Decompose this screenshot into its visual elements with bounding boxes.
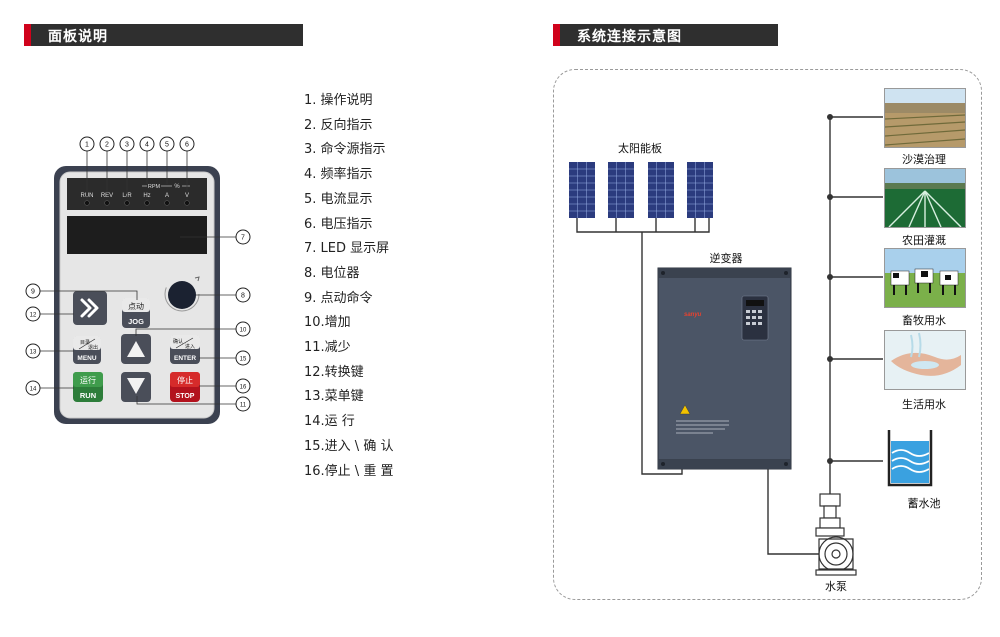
callout-number: 16 — [240, 385, 247, 391]
indicator-label: Hz — [143, 193, 150, 199]
up-arrow-icon — [127, 341, 145, 357]
inverter-label: 逆变器 — [709, 252, 743, 265]
callout-number: 4 — [145, 142, 149, 149]
rpm-label: RPM — [148, 184, 161, 190]
legend-item: 3. 命令源指示 — [304, 142, 386, 158]
down-arrow-icon — [127, 378, 145, 394]
application-label: 农田灌溉 — [902, 234, 946, 247]
indicator-label: A — [165, 193, 169, 199]
application-label: 畜牧用水 — [902, 314, 946, 327]
solar-panel-array — [569, 162, 713, 218]
legend-item: 8. 电位器 — [304, 265, 360, 281]
inverter: sanyu — [657, 267, 792, 470]
application-label: 沙漠治理 — [902, 153, 946, 166]
percent-label: % — [174, 184, 180, 190]
indicator-led — [84, 200, 90, 206]
indicator-label: REV — [101, 193, 113, 199]
application-label: 蓄水池 — [907, 497, 941, 510]
control-panel-diagram: RUN REV L/R Hz A V RPM % 点动 JOG 目录 退出 ME… — [25, 136, 251, 424]
legend-item: 10.增加 — [304, 315, 351, 331]
run-key-cn: 运行 — [80, 375, 96, 385]
jog-key-cn: 点动 — [128, 301, 144, 311]
callout-number: 14 — [30, 387, 37, 393]
panel-legend-list: 1. 操作说明 2. 反向指示 3. 命令源指示 4. 频率指示 5. 电流显示… — [304, 89, 393, 484]
legend-item: 16.停止 \ 重 置 — [304, 463, 394, 479]
run-key-en: RUN — [80, 391, 96, 400]
led-display — [67, 216, 207, 254]
legend-item: 11.减少 — [304, 340, 351, 356]
application-label: 生活用水 — [902, 398, 946, 411]
legend-item: 14.运 行 — [304, 414, 355, 430]
farmland-irrigation-photo — [884, 168, 966, 228]
indicator-led — [104, 200, 110, 206]
indicator-led — [124, 200, 130, 206]
system-connection-diagram: sanyu — [569, 114, 933, 576]
legend-item: 1. 操作说明 — [304, 93, 373, 108]
right-section-header: 系统连接示意图 — [553, 24, 778, 46]
double-chevron-icon — [80, 298, 99, 318]
solar-panel-label: 太阳能板 — [618, 142, 662, 155]
right-section-title: 系统连接示意图 — [577, 29, 682, 45]
pump-label: 水泵 — [825, 580, 847, 593]
reservoir-icon — [887, 430, 933, 487]
system-diagram-frame — [553, 69, 982, 600]
indicator-led — [164, 200, 170, 206]
enter-key-cn-b: 进入 — [185, 343, 195, 350]
callout-number: 6 — [185, 142, 189, 149]
left-section-header: 面板说明 — [24, 24, 303, 46]
callout-number: 13 — [30, 350, 37, 356]
stop-key-cn: 停止 — [177, 375, 193, 385]
menu-key-en: MENU — [77, 355, 96, 362]
stop-key-en: STOP — [176, 393, 195, 400]
legend-item: 12.转换键 — [304, 364, 364, 380]
legend-item: 13.菜单键 — [304, 389, 364, 405]
warning-icon — [679, 404, 691, 415]
callout-number: 10 — [240, 328, 247, 334]
callout-number: 7 — [241, 235, 245, 242]
jog-key-en: JOG — [128, 317, 144, 326]
potentiometer-knob[interactable] — [168, 281, 196, 309]
legend-item: 4. 频率指示 — [304, 167, 373, 183]
legend-item: 5. 电流显示 — [304, 191, 373, 207]
callout-number: 12 — [30, 313, 37, 319]
callout-number: 15 — [240, 357, 247, 363]
legend-item: 7. LED 显示屏 — [304, 241, 390, 257]
desert-control-photo — [884, 88, 966, 148]
callout-number: 11 — [240, 403, 247, 409]
indicator-led — [184, 200, 190, 206]
legend-item: 15.进入 \ 确 认 — [304, 438, 394, 454]
domestic-water-photo — [884, 330, 966, 390]
indicator-label: L/R — [122, 193, 132, 199]
indicator-label: V — [185, 193, 189, 199]
indicator-strip — [67, 178, 207, 210]
callout-number: 1 — [85, 142, 89, 149]
callout-number: 2 — [105, 142, 109, 149]
potentiometer-ring — [164, 276, 200, 312]
inverter-brand-logo: sanyu — [684, 312, 702, 318]
menu-key-cn-a: 目录 — [80, 339, 90, 346]
legend-item: 2. 反向指示 — [304, 117, 373, 133]
legend-item: 6. 电压指示 — [304, 216, 373, 232]
enter-key-cn-a: 确认 — [173, 338, 183, 345]
left-section-title: 面板说明 — [48, 29, 108, 45]
callout-number: 5 — [165, 142, 169, 149]
legend-item: 9. 点动命令 — [304, 290, 373, 306]
menu-key-cn-b: 退出 — [88, 344, 98, 351]
livestock-water-photo — [884, 248, 966, 308]
water-pump — [815, 493, 857, 576]
callout-number: 8 — [241, 293, 245, 300]
callout-number: 9 — [31, 289, 35, 296]
callout-number: 3 — [125, 142, 129, 149]
enter-key-en: ENTER — [174, 355, 196, 362]
indicator-led — [144, 200, 150, 206]
